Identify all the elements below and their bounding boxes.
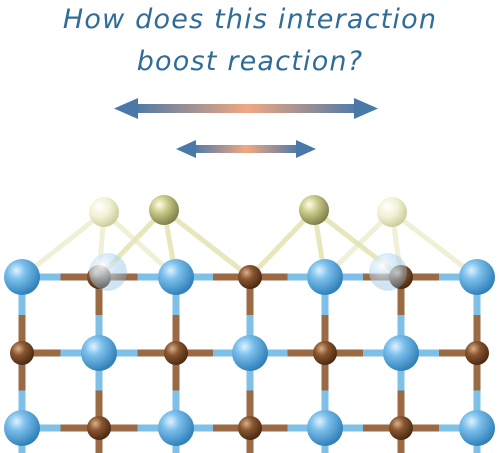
nonmetal-atom: [164, 341, 188, 365]
nonmetal-atom: [238, 416, 262, 440]
crystal-lattice: [4, 195, 495, 453]
adsorbate-bond: [162, 208, 252, 279]
short-double-arrow-icon: [176, 140, 316, 158]
metal-atom: [307, 410, 343, 446]
metal-atom: [232, 335, 268, 371]
ghost-metal-atom: [369, 253, 407, 291]
nonmetal-atom: [313, 341, 337, 365]
metal-atom: [383, 335, 419, 371]
adsorbate-bond: [248, 208, 316, 279]
metal-atom: [81, 335, 117, 371]
adsorbate-atoms: [89, 195, 407, 227]
metal-atom: [158, 259, 194, 295]
nonmetal-atom: [389, 416, 413, 440]
adsorbate-atom-faded: [377, 197, 407, 227]
nonmetal-atom: [87, 416, 111, 440]
metal-atom: [158, 410, 194, 446]
heading-line-1: How does this interaction: [63, 4, 437, 35]
lattice-atoms: [4, 253, 495, 446]
metal-atom: [4, 410, 40, 446]
nonmetal-atom: [238, 265, 262, 289]
adsorbate-atom: [149, 195, 179, 225]
heading-line-2: boost reaction?: [137, 46, 364, 77]
metal-atom: [307, 259, 343, 295]
metal-atom: [459, 410, 495, 446]
metal-atom: [4, 259, 40, 295]
nonmetal-atom: [465, 341, 489, 365]
ghost-metal-atom: [89, 253, 127, 291]
long-double-arrow-icon: [114, 98, 378, 119]
adsorbate-atom: [299, 195, 329, 225]
adsorbate-atom-faded: [89, 197, 119, 227]
metal-atom: [459, 259, 495, 295]
nonmetal-atom: [10, 341, 34, 365]
